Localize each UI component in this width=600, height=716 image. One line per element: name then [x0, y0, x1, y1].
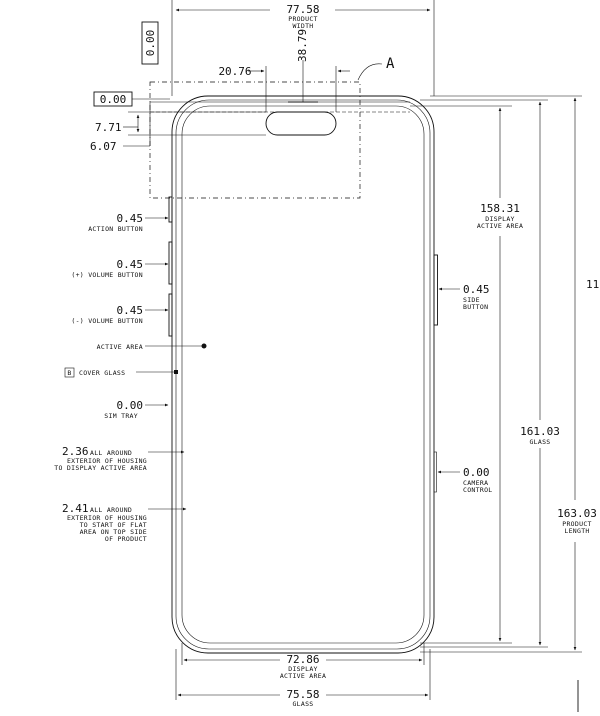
svg-text:ACTION BUTTON: ACTION BUTTON [88, 225, 143, 233]
island-left-value: 20.76 [218, 65, 251, 78]
svg-text:TO DISPLAY ACTIVE AREA: TO DISPLAY ACTIVE AREA [54, 464, 147, 472]
side-button [433, 254, 438, 326]
border-flat-value: 2.41 [62, 502, 89, 515]
phone-outline [171, 95, 435, 654]
callout-a: A [386, 56, 395, 72]
right-callouts: 0.45 SIDE BUTTON 0.00 CAMERA CONTROL [437, 283, 493, 494]
island-dimensions: 20.76 38.79 A [218, 29, 395, 112]
svg-text:SIM TRAY: SIM TRAY [104, 412, 138, 420]
svg-text:SIDE: SIDE [463, 296, 480, 304]
bottom-dimensions: 72.86 DISPLAY ACTIVE AREA 75.58 GLASS [175, 643, 579, 712]
action-button [168, 196, 173, 223]
product-length-value: 163.03 [557, 507, 597, 520]
active-area-label: ACTIVE AREA [97, 343, 143, 351]
svg-text:0.00: 0.00 [100, 93, 127, 106]
svg-text:(-) VOLUME BUTTON: (-) VOLUME BUTTON [71, 317, 143, 325]
svg-text:ALL AROUND: ALL AROUND [90, 506, 132, 514]
product-width-dimension: 77.58 PRODUCT WIDTH [171, 0, 435, 96]
glass-width-value: 75.58 [286, 688, 319, 701]
svg-text:TO START OF FLAT: TO START OF FLAT [80, 521, 147, 529]
svg-text:GLASS: GLASS [529, 438, 550, 446]
dynamic-island [265, 111, 337, 136]
left-callouts: 0.45 ACTION BUTTON 0.45 (+) VOLUME BUTTO… [54, 212, 207, 543]
svg-text:AREA ON TOP SIDE: AREA ON TOP SIDE [80, 528, 147, 536]
active-area-dot [201, 343, 207, 349]
vertical-dimensions: 158.31 DISPLAY ACTIVE AREA 161.03 GLASS … [410, 95, 599, 653]
left-zero-box: 0.00 [93, 91, 170, 107]
volume-down-value: 0.45 [117, 304, 144, 317]
camera-control-value: 0.00 [463, 466, 490, 479]
svg-text:PRODUCT: PRODUCT [562, 520, 592, 528]
svg-text:DISPLAY: DISPLAY [485, 215, 515, 223]
camera-control [433, 451, 437, 493]
svg-text:ACTIVE AREA: ACTIVE AREA [477, 222, 523, 230]
glass-height-value: 161.03 [520, 425, 560, 438]
svg-text:COVER GLASS: COVER GLASS [79, 369, 125, 377]
svg-text:EXTERIOR OF HOUSING: EXTERIOR OF HOUSING [67, 457, 147, 465]
svg-text:BUTTON: BUTTON [463, 303, 488, 311]
display-width-value: 72.86 [286, 653, 319, 666]
svg-text:(+) VOLUME BUTTON: (+) VOLUME BUTTON [71, 271, 143, 279]
side-button-value: 0.45 [463, 283, 490, 296]
top-zero-box: 0.00 [141, 21, 159, 65]
side-buttons [168, 196, 438, 493]
svg-text:7.71: 7.71 [95, 121, 122, 134]
display-height-value: 158.31 [480, 202, 520, 215]
border-display-value: 2.36 [62, 445, 89, 458]
svg-text:GLASS: GLASS [292, 700, 313, 708]
svg-text:CAMERA: CAMERA [463, 479, 488, 487]
edge-label: 11 [586, 278, 599, 291]
display-active-area [181, 105, 425, 644]
volume-down-button [168, 293, 173, 337]
action-button-value: 0.45 [117, 212, 144, 225]
svg-text:ALL AROUND: ALL AROUND [90, 449, 132, 457]
volume-up-value: 0.45 [117, 258, 144, 271]
svg-text:0.00: 0.00 [144, 30, 157, 57]
svg-text:ACTIVE AREA: ACTIVE AREA [280, 672, 326, 680]
svg-text:DISPLAY: DISPLAY [288, 665, 318, 673]
detail-view-box [149, 81, 410, 199]
island-right-value: 38.79 [296, 29, 309, 62]
svg-text:LENGTH: LENGTH [564, 527, 589, 535]
product-width-value: 77.58 [286, 3, 319, 16]
svg-text:OF PRODUCT: OF PRODUCT [105, 535, 147, 543]
svg-text:6.07: 6.07 [90, 140, 117, 153]
island-vertical-offsets: 7.71 6.07 [90, 102, 266, 153]
svg-text:CONTROL: CONTROL [463, 486, 493, 494]
svg-text:EXTERIOR OF HOUSING: EXTERIOR OF HOUSING [67, 514, 147, 522]
volume-up-button [168, 241, 173, 285]
svg-text:B: B [67, 369, 71, 377]
sim-tray-value: 0.00 [117, 399, 144, 412]
svg-text:PRODUCT: PRODUCT [288, 15, 318, 23]
svg-text:WIDTH: WIDTH [292, 22, 313, 30]
